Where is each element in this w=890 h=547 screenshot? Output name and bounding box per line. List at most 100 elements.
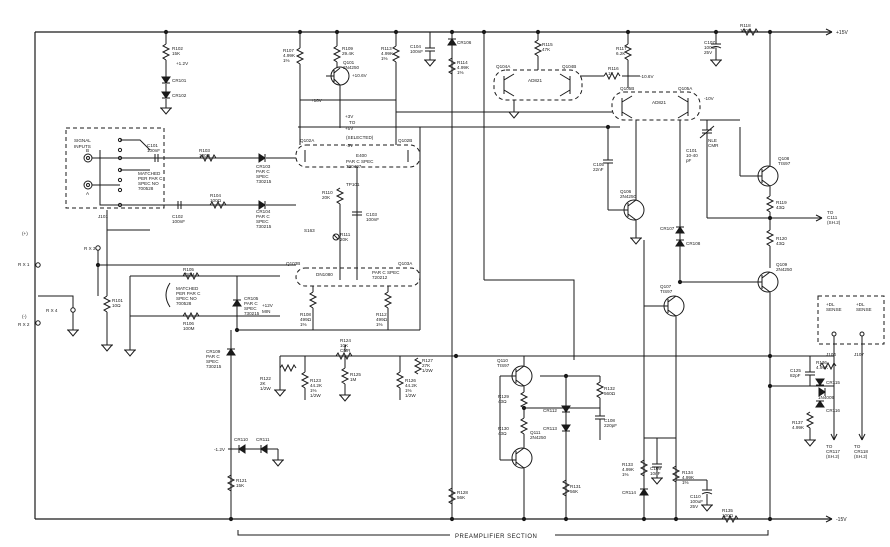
e400-label: E400: [356, 153, 367, 158]
input-terminal-rx4: [70, 307, 76, 313]
left-inputs: (+) R X 1 (-) R X 2 R X 3 R X 4: [18, 231, 101, 337]
q102b-label: Q102B: [398, 138, 412, 143]
cr107-label: CR107: [660, 226, 675, 231]
cr105-diode: [232, 299, 242, 307]
cr103-diode: [258, 153, 266, 163]
input-terminal-rx3: [95, 245, 101, 251]
section-bracket: PREAMPLIFIER SECTION: [237, 530, 769, 540]
cr110-label: CR110: [234, 437, 248, 442]
jack-label: J101: [98, 214, 108, 219]
cr115-label: CR115: [826, 380, 840, 385]
input-terminal-rx2: [35, 320, 41, 326]
negative-rail: -15V: [35, 515, 847, 523]
s163-label: S163: [304, 228, 315, 233]
cr116-label: CR116: [826, 408, 840, 413]
cr102-label: CR102: [172, 93, 187, 98]
input-rx3-label: R X 3: [84, 246, 96, 251]
m10-label: -10V: [704, 96, 715, 101]
input-terminal-rx1: [35, 262, 41, 268]
q103b-label: Q103B: [286, 261, 300, 266]
ground-symbol: [123, 349, 137, 357]
q102a-label: Q102A: [300, 138, 315, 143]
neg12-label: -1.2V: [214, 447, 226, 452]
positive-rail: +15V: [35, 28, 848, 36]
in4009-label: 1N4009: [818, 395, 835, 400]
junction-dots: [95, 29, 773, 522]
input-connector-a: [83, 180, 93, 190]
cr101-label: CR101: [172, 78, 187, 83]
cr108-label: CR108: [686, 241, 701, 246]
p10-label: +10V: [311, 98, 323, 103]
section-label: PREAMPLIFIER SECTION: [455, 534, 537, 540]
cr113-diode: [561, 424, 571, 432]
pin-b-label: B: [86, 148, 89, 153]
cr106-label: CR106: [457, 40, 472, 45]
tp101-label: TP101: [346, 182, 360, 187]
j107-label: J107: [854, 352, 864, 357]
cr115-diode: [815, 378, 825, 386]
